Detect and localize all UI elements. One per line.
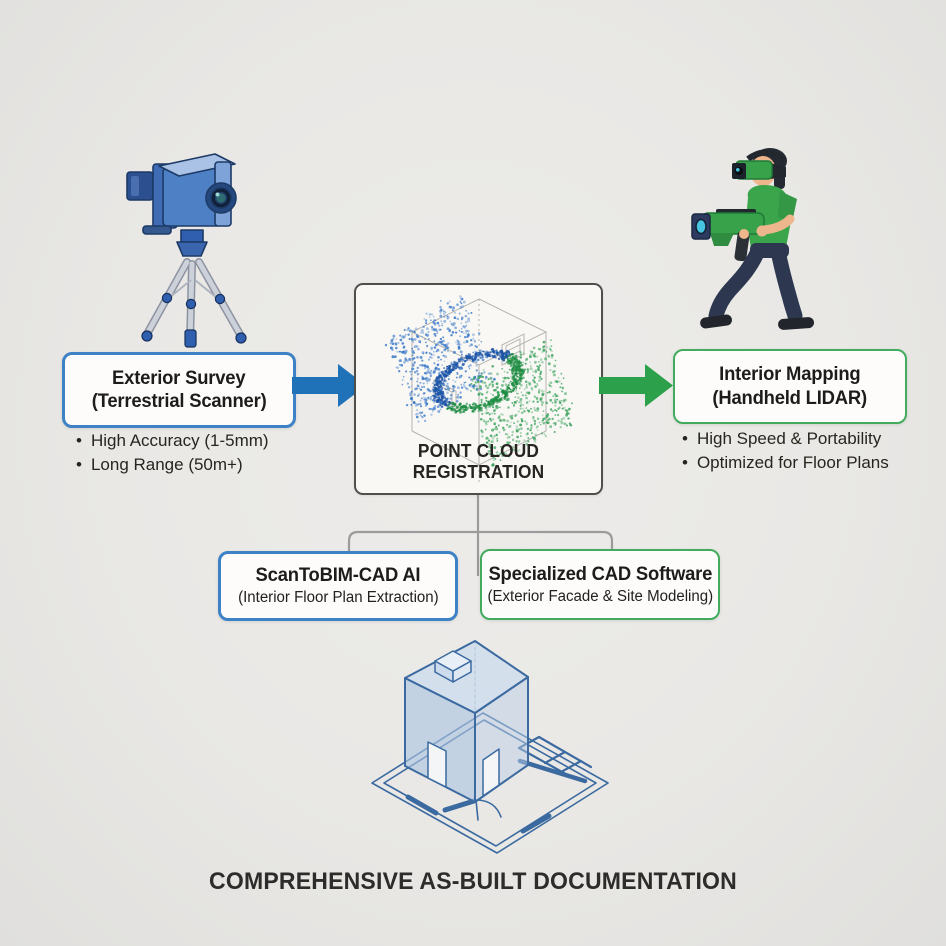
interior-bullet-2: • Optimized for Floor Plans — [682, 451, 922, 475]
point-cloud-green-scan — [469, 339, 574, 467]
interior-bullet-list: • High Speed & Portability • Optimized for… — [682, 427, 922, 475]
terrestrial-scanner-icon — [126, 153, 247, 348]
exterior-bullet-1: • High Accuracy (1-5mm) — [76, 429, 306, 453]
exterior-survey-box: Exterior Survey (Terrestrial Scanner) — [62, 352, 296, 428]
exterior-bullet-list: • High Accuracy (1-5mm) • Long Range (50m+… — [76, 429, 306, 477]
point-cloud-registration-box: POINT CLOUD REGISTRATION — [354, 283, 603, 495]
interior-bullet-2-text: Optimized for Floor Plans — [696, 453, 889, 472]
handheld-lidar-person-icon — [691, 148, 815, 330]
scantobim-cad-ai-box: ScanToBIM-CAD AI (Interior Floor Plan Ex… — [218, 551, 458, 621]
point-cloud-overlap-ring — [431, 347, 525, 414]
bullet-dot-icon: • — [682, 429, 688, 448]
exterior-bullet-1-text: High Accuracy (1-5mm) — [90, 431, 269, 450]
interior-bullet-1: • High Speed & Portability — [682, 427, 922, 451]
interior-bullet-1-text: High Speed & Portability — [696, 429, 882, 448]
bullet-dot-icon: • — [682, 453, 688, 472]
cad-software-title: Specialized CAD Software — [488, 563, 712, 585]
interior-mapping-title-line2: (Handheld LIDAR) — [712, 387, 868, 409]
bullet-dot-icon: • — [76, 431, 82, 450]
point-cloud-graphic — [384, 295, 574, 485]
exterior-bullet-2-text: Long Range (50m+) — [90, 455, 243, 474]
building-floorplan-icon — [371, 640, 609, 854]
arrow-right-blue-icon — [292, 364, 366, 407]
cad-software-subtitle: (Exterior Facade & Site Modeling) — [487, 587, 713, 605]
specialized-cad-software-box: Specialized CAD Software (Exterior Facad… — [480, 549, 720, 620]
exterior-bullet-2: • Long Range (50m+) — [76, 453, 306, 477]
footer-heading: COMPREHENSIVE AS-BUILT DOCUMENTATION — [209, 868, 737, 895]
interior-mapping-title-line1: Interior Mapping — [719, 364, 861, 386]
exterior-survey-title-line2: (Terrestrial Scanner) — [91, 391, 267, 412]
arrow-right-green-icon — [599, 364, 673, 407]
exterior-survey-title-line1: Exterior Survey — [112, 367, 246, 389]
registration-label: POINT CLOUD REGISTRATION — [412, 441, 545, 482]
bullet-dot-icon: • — [76, 455, 82, 474]
scantobim-title: ScanToBIM-CAD AI — [255, 565, 421, 587]
interior-mapping-box: Interior Mapping (Handheld LIDAR) — [673, 349, 907, 424]
scantobim-subtitle: (Interior Floor Plan Extraction) — [237, 589, 439, 607]
